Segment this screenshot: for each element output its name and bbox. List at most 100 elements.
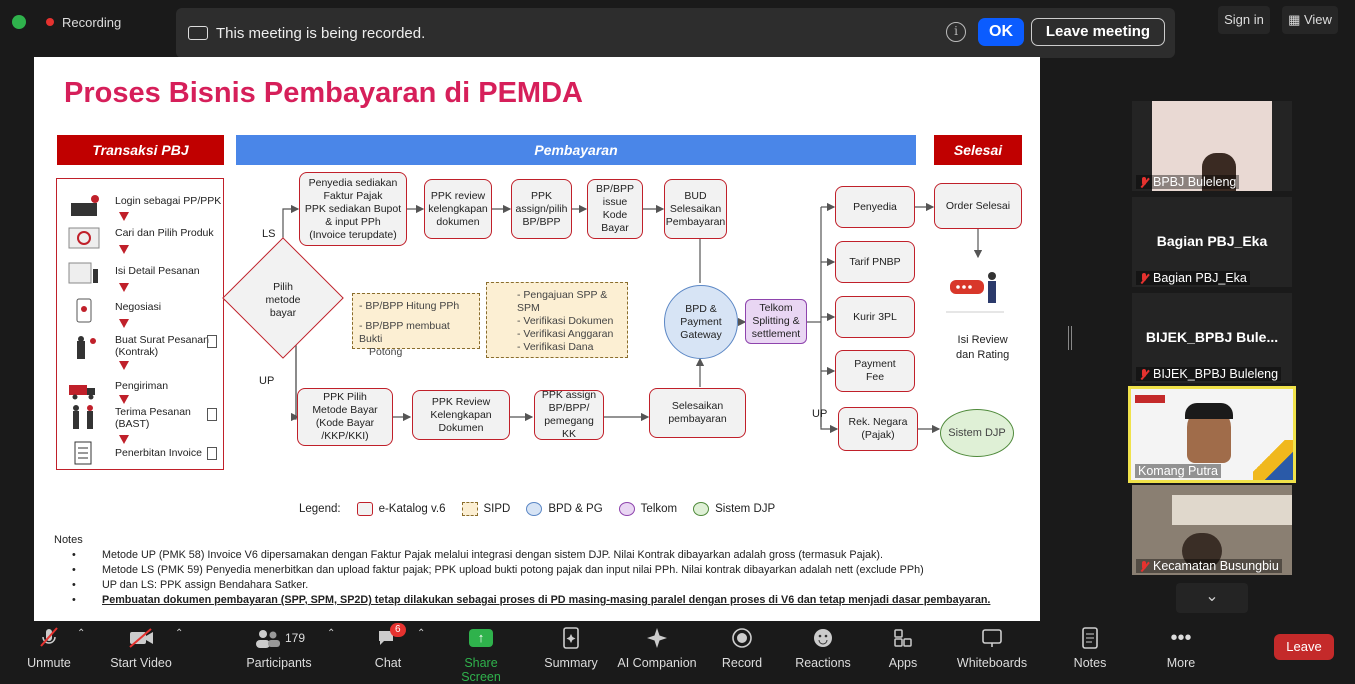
sign-in-button[interactable]: Sign in — [1218, 6, 1270, 34]
step-invoice: Penerbitan Invoice — [115, 447, 202, 459]
whiteboards-label: Whiteboards — [956, 656, 1028, 670]
note-text: Pembuatan dokumen pembayaran (SPP, SPM, … — [102, 594, 991, 606]
box-ppk-review-up-line2: Kelengkapan — [430, 408, 492, 421]
summary-button[interactable]: Summary — [542, 622, 600, 683]
chevron-up-icon[interactable]: ⌃ — [417, 628, 426, 639]
chevron-up-icon[interactable]: ⌃ — [175, 628, 184, 639]
participants-icon: 179 — [244, 622, 314, 654]
recording-label: Recording — [62, 14, 122, 30]
step-surat-pesanan: Buat Surat Pesanan(Kontrak) — [115, 334, 209, 358]
legend-swatch-djp — [693, 502, 710, 516]
box-bp-issue-line2: issue Kode — [602, 196, 628, 221]
down-arrow-icon — [119, 319, 129, 328]
header-transaksi: Transaksi PBJ — [57, 135, 224, 165]
reactions-label: Reactions — [795, 656, 851, 670]
bpd-line2: Payment — [680, 315, 722, 328]
box-bud-line1: BUD — [684, 189, 707, 202]
share-screen-button[interactable]: ↑ Share Screen — [444, 622, 518, 684]
more-icon: ••• — [1170, 626, 1192, 649]
record-icon — [720, 622, 764, 654]
down-arrow-icon — [119, 283, 129, 292]
chat-icon — [368, 622, 408, 654]
chat-button[interactable]: Chat 6 — [368, 622, 408, 683]
mic-muted-icon — [1139, 368, 1149, 380]
box-bud-line3: Pembayaran — [665, 215, 726, 228]
sipd-box-spp: - Pengajuan SPP & SPM- Verifikasi Dokume… — [486, 282, 628, 358]
box-bp-issue-line3: Bayar — [601, 222, 629, 234]
box-rek-negara-line2: (Pajak) — [861, 429, 895, 441]
legend-telkom: Telkom — [640, 503, 678, 515]
down-arrow-icon — [119, 435, 129, 444]
telkom-line1: Telkom — [759, 302, 793, 314]
participant-name: BIJEK_BPBJ Buleleng — [1136, 367, 1282, 381]
participant-tile[interactable]: BPBJ Buleleng — [1132, 101, 1292, 191]
decision-line1: Pilih — [273, 281, 293, 293]
box-penyedia-faktur-line4: & input PPh — [325, 215, 381, 228]
review-label: Isi Review dan Rating — [956, 333, 1009, 363]
box-penyedia-faktur-line2: Faktur Pajak — [323, 189, 383, 202]
ai-companion-button[interactable]: AI Companion — [616, 622, 698, 683]
info-icon[interactable]: i — [946, 22, 966, 42]
participant-tile[interactable]: Bagian PBJ_Eka Bagian PBJ_Eka — [1132, 197, 1292, 287]
record-button[interactable]: Record — [720, 622, 764, 683]
video-person-hair — [1185, 403, 1233, 419]
review-line1: Isi Review — [957, 334, 1008, 346]
video-window — [1172, 495, 1292, 525]
chevron-up-icon[interactable]: ⌃ — [77, 628, 86, 639]
reactions-button[interactable]: Reactions — [794, 622, 852, 683]
review-line2: dan Rating — [956, 349, 1010, 361]
leave-meeting-button[interactable]: Leave meeting — [1031, 18, 1165, 46]
box-fee-payment-line2: Fee — [865, 371, 885, 383]
chevron-down-icon[interactable]: ⌄ — [1176, 583, 1248, 613]
box-order-selesai: Order Selesai — [934, 183, 1022, 229]
participant-name: BPBJ Buleleng — [1136, 175, 1240, 189]
video-person — [1202, 153, 1236, 191]
header-pembayaran: Pembayaran — [236, 135, 916, 165]
start-video-button[interactable]: Start Video — [108, 622, 174, 683]
document-icon — [207, 408, 217, 421]
leave-button[interactable]: Leave — [1274, 634, 1334, 660]
participant-tile[interactable]: Kecamatan Busungbiu — [1132, 485, 1292, 575]
video-background-accent — [1253, 440, 1293, 480]
unmute-button[interactable]: Unmute — [20, 622, 78, 683]
participant-tile-active-speaker[interactable]: Komang Putra — [1128, 386, 1296, 483]
participant-big-name: BIJEK_BPBJ Bule... — [1145, 329, 1279, 345]
box-ppk-assign-ls-line2: assign/pilih — [515, 202, 568, 215]
participant-name-text: BIJEK_BPBJ Buleleng — [1153, 367, 1279, 381]
ok-button[interactable]: OK — [978, 18, 1024, 46]
apps-label: Apps — [888, 656, 918, 670]
box-ppk-assign-up-line2: BP/BPP/ — [548, 402, 590, 414]
box-fee-penyedia: Penyedia — [835, 186, 915, 228]
more-button[interactable]: ••• More — [1160, 622, 1202, 683]
chat-badge: 6 — [390, 623, 406, 637]
step-terima-line1: Terima Pesanan — [115, 406, 191, 418]
search-product-icon — [67, 225, 101, 251]
mic-muted-icon — [20, 622, 78, 654]
legend-katalog: e-Katalog v.6 — [378, 503, 446, 515]
sipd-box-spp-line2: - Verifikasi Dokumen — [517, 315, 614, 327]
note-text: UP dan LS: PPK assign Bendahara Satker. — [102, 579, 309, 591]
participant-name: Bagian PBJ_Eka — [1136, 271, 1250, 285]
view-button[interactable]: ▦ View — [1282, 6, 1338, 34]
down-arrow-icon — [119, 395, 129, 404]
chevron-up-icon[interactable]: ⌃ — [327, 628, 336, 639]
whiteboards-button[interactable]: Whiteboards — [954, 622, 1030, 683]
note-text: Metode UP (PMK 58) Invoice V6 dipersamak… — [102, 549, 883, 561]
participant-tile[interactable]: BIJEK_BPBJ Bule... BIJEK_BPBJ Buleleng — [1132, 293, 1292, 383]
box-ppk-review-up-line1: PPK Review — [431, 395, 491, 408]
notes-button[interactable]: Notes — [1068, 622, 1112, 683]
summary-label: Summary — [544, 656, 598, 670]
recording-indicator[interactable]: Recording — [12, 10, 121, 34]
panel-resize-handle[interactable] — [1068, 326, 1072, 350]
sipd-box-pph-line2: - BP/BPP membuat Bukti — [359, 320, 450, 345]
chat-label: Chat — [374, 656, 402, 670]
participants-button[interactable]: 179 Participants — [244, 622, 314, 683]
box-bud-line2: Selesaikan — [669, 202, 722, 215]
apps-button[interactable]: Apps — [884, 622, 922, 683]
